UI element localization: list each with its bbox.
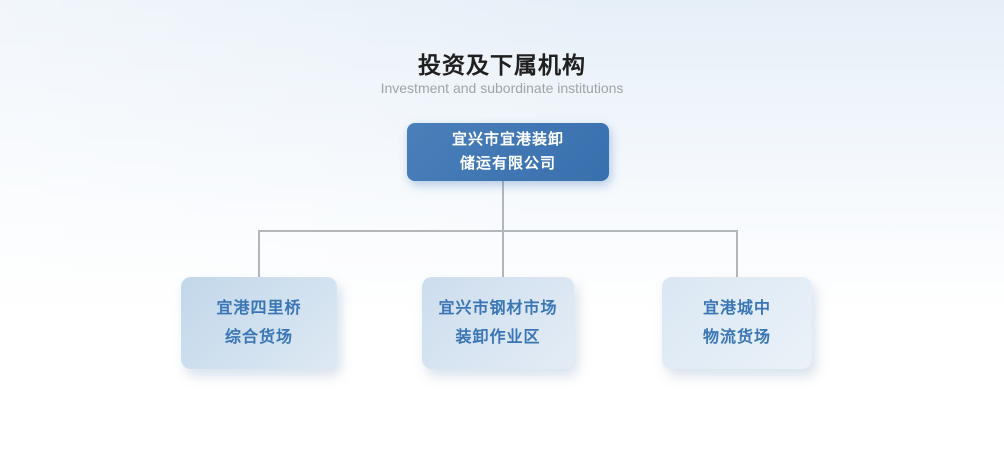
org-node-child3-line1: 宜港城中 bbox=[702, 300, 771, 317]
org-node-child1-line1: 宜港四里桥 bbox=[216, 300, 302, 317]
connector-root-stem bbox=[502, 181, 504, 277]
org-node-child3-line2: 物流货场 bbox=[702, 329, 771, 346]
connector-child1-stub bbox=[258, 230, 260, 277]
connector-child3-stub bbox=[736, 230, 738, 277]
section-title: 投资及下属机构 bbox=[418, 52, 586, 78]
connector-horizontal bbox=[258, 230, 738, 232]
org-node-root: 宜兴市宜港装卸 储运有限公司 bbox=[407, 123, 609, 181]
section-subtitle: Investment and subordinate institutions bbox=[380, 80, 624, 96]
org-node-steel-market-area: 宜兴市钢材市场 装卸作业区 bbox=[422, 277, 574, 369]
org-node-root-line1: 宜兴市宜港装卸 bbox=[451, 131, 564, 148]
org-node-silliqiao-yard: 宜港四里桥 综合货场 bbox=[181, 277, 337, 369]
org-node-root-line2: 储运有限公司 bbox=[459, 155, 556, 172]
org-node-chengzhong-logistics: 宜港城中 物流货场 bbox=[662, 277, 812, 369]
org-node-child2-line2: 装卸作业区 bbox=[455, 329, 541, 346]
org-node-child2-line1: 宜兴市钢材市场 bbox=[438, 300, 558, 317]
org-node-child1-line2: 综合货场 bbox=[224, 329, 293, 346]
